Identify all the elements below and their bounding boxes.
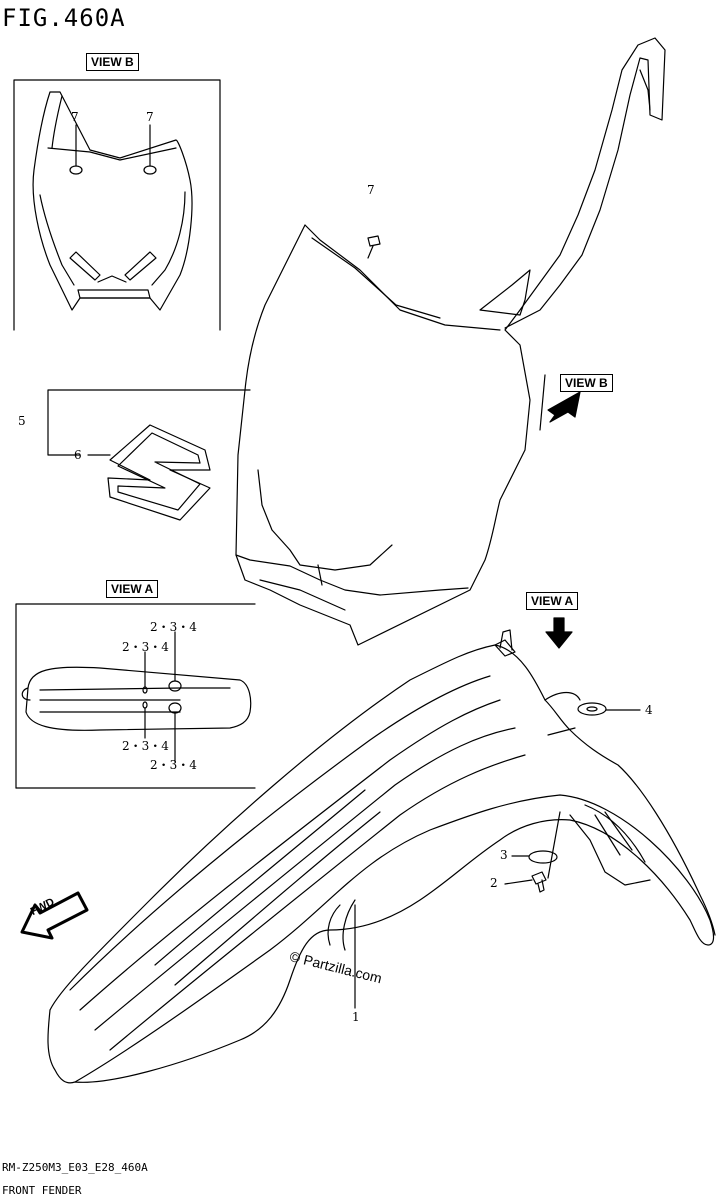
callout-1: 1 <box>352 1010 360 1024</box>
view-a-inset-label: VIEW A <box>106 580 159 598</box>
callout-7-main: 7 <box>367 183 375 197</box>
view-b-arrow <box>547 391 581 423</box>
suzuki-emblem <box>107 424 211 521</box>
callout-7-right: 7 <box>146 110 154 124</box>
callout-7-left: 7 <box>71 110 79 124</box>
callout-234-bottom-right: 2・3・4 <box>150 758 197 772</box>
callout-4: 4 <box>645 703 653 717</box>
bolt-7 <box>367 235 381 247</box>
number-plate-front-view <box>32 91 193 311</box>
callout-6: 6 <box>74 448 82 462</box>
view-a-arrow-label: VIEW A <box>526 592 579 610</box>
callout-5: 5 <box>18 414 26 428</box>
view-a-arrow <box>545 617 573 649</box>
view-b-arrow-label: VIEW B <box>560 374 613 392</box>
view-a-inset <box>15 603 256 789</box>
callout-3: 3 <box>500 848 508 862</box>
view-b-inset <box>13 79 221 331</box>
washer-3 <box>528 850 558 864</box>
callout-234-top-right: 2・3・4 <box>150 620 197 634</box>
callout-234-bottom-left: 2・3・4 <box>122 739 169 753</box>
fwd-arrow-icon <box>20 891 89 940</box>
callout-2: 2 <box>490 876 498 890</box>
front-fender <box>47 629 716 1084</box>
leader-5 <box>47 389 251 456</box>
figure-title: FIG.460A <box>2 4 126 32</box>
bolt-2 <box>531 871 547 885</box>
view-b-inset-label: VIEW B <box>86 53 139 71</box>
figure-caption: FRONT FENDER <box>2 1184 82 1197</box>
fender-top-view <box>25 666 252 731</box>
washer-4 <box>577 702 607 716</box>
figure-code: RM-Z250M3_E03_E28_460A <box>2 1161 148 1174</box>
callout-234-top-left: 2・3・4 <box>122 640 169 654</box>
number-plate <box>235 37 666 646</box>
